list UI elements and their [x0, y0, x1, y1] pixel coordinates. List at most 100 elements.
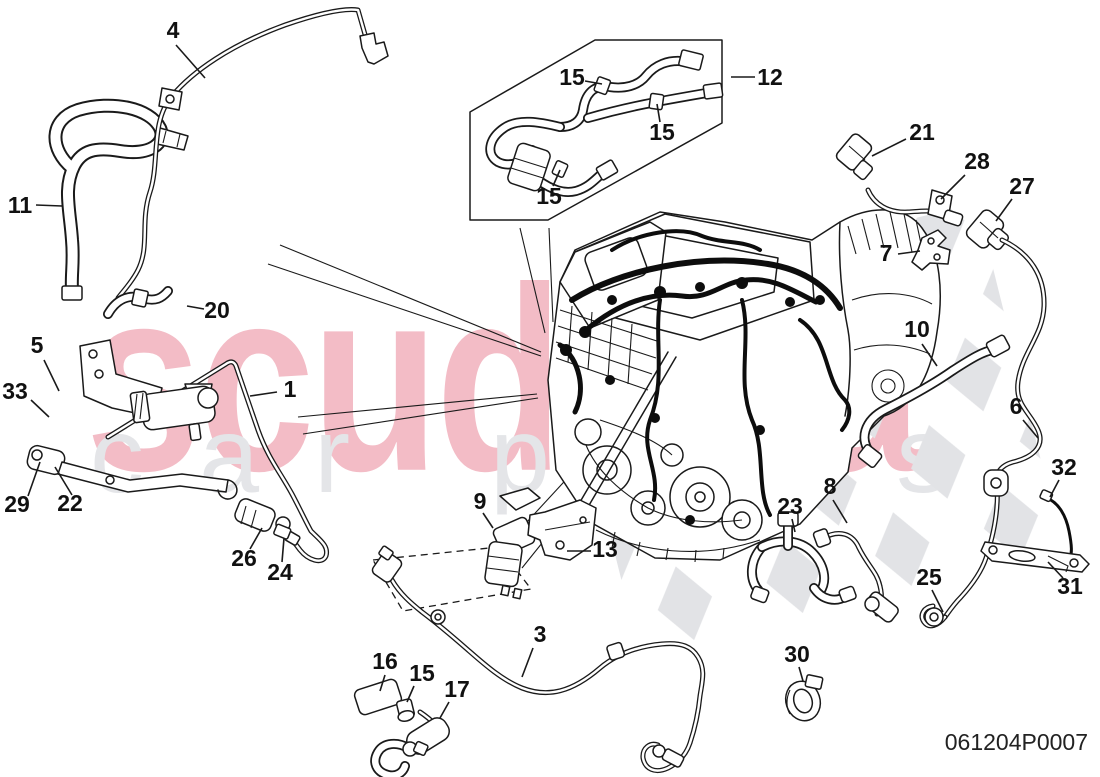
part-20-hose — [103, 286, 173, 319]
callout-leader-30 — [798, 666, 804, 682]
engine-wiring-harness — [557, 229, 852, 525]
callout-leader-4 — [175, 44, 206, 79]
callout-leader-22 — [54, 466, 73, 496]
callout-15-right: 15 — [649, 119, 675, 145]
callout-1: 1 — [284, 376, 297, 402]
hose-clamp — [131, 288, 149, 308]
callout-leader-15-clamp — [406, 685, 415, 703]
part-15-clamp-bottom — [395, 698, 416, 722]
part-16-sleeve — [353, 678, 403, 716]
engine — [547, 209, 941, 563]
callout-27: 27 — [1009, 173, 1035, 199]
part-24-clamp — [273, 516, 292, 540]
part-17-elbow-hose — [370, 709, 450, 777]
callout-leader-15-lower — [552, 169, 561, 187]
drawing-code: 061204P0007 — [945, 729, 1088, 755]
part-10-hose — [857, 334, 1011, 468]
engine-transmission-ribs — [847, 211, 933, 403]
callout-leader-9 — [482, 512, 494, 529]
part-22-arm — [57, 461, 238, 500]
callout-31: 31 — [1057, 573, 1083, 599]
part-26-fitting — [234, 498, 276, 532]
callout-leader-11 — [35, 204, 63, 207]
part-4-tube — [115, 7, 389, 301]
callout-leader-23 — [791, 518, 796, 533]
callout-21: 21 — [909, 119, 935, 145]
callout-8: 8 — [824, 473, 837, 499]
callout-15-lower: 15 — [536, 183, 562, 209]
callout-leader-15-top — [584, 80, 603, 85]
callout-26: 26 — [231, 545, 257, 571]
callout-33: 33 — [2, 378, 28, 404]
callout-17: 17 — [444, 676, 470, 702]
part-13-bracket — [499, 487, 597, 561]
callout-24: 24 — [267, 559, 293, 585]
callout-leader-33 — [30, 399, 50, 418]
callout-30: 30 — [784, 641, 810, 667]
callout-9: 9 — [474, 488, 487, 514]
part-23-hoses — [747, 511, 857, 605]
callout-16: 16 — [372, 648, 398, 674]
callout-leader-28 — [940, 174, 966, 200]
callout-13: 13 — [592, 536, 618, 562]
callout-leader-3 — [521, 647, 534, 678]
callout-5: 5 — [31, 332, 44, 358]
callout-leader-10 — [921, 343, 938, 367]
callout-leader-24 — [281, 537, 285, 563]
pipe-grommet-clip — [983, 469, 1009, 497]
callout-12: 12 — [757, 64, 783, 90]
callout-leader-5 — [43, 359, 60, 392]
part-11-hose — [48, 98, 189, 301]
callout-leader-27 — [995, 198, 1013, 222]
callout-23: 23 — [777, 493, 803, 519]
callout-leader-21 — [871, 138, 907, 157]
callout-leader-8 — [832, 499, 848, 524]
callout-leader-1 — [249, 391, 278, 397]
callout-22: 22 — [57, 490, 83, 516]
part-3-pipe — [371, 545, 706, 774]
part-27-connector — [965, 209, 1010, 251]
inset-box-12 — [469, 39, 724, 221]
callout-leader-29 — [27, 461, 41, 497]
callout-11: 11 — [8, 192, 33, 218]
part-31-bracket-plate — [980, 541, 1090, 573]
part-8-pipe — [812, 528, 899, 623]
callout-leader-7 — [897, 250, 921, 255]
callout-leader-32 — [1049, 479, 1060, 498]
callout-15-top: 15 — [559, 64, 585, 90]
callout-leader-17 — [439, 701, 450, 719]
dashed-outline — [371, 546, 533, 612]
part-30-clamp — [784, 674, 824, 722]
callout-25: 25 — [916, 564, 942, 590]
callout-15-clamp: 15 — [409, 660, 435, 686]
callout-29: 29 — [4, 491, 30, 517]
tube-fork-bracket — [359, 32, 389, 65]
callout-10: 10 — [904, 316, 930, 342]
callout-leader-6 — [1022, 419, 1039, 439]
callout-3: 3 — [534, 621, 547, 647]
part-21-connector — [835, 133, 874, 181]
callout-leader-31 — [1047, 561, 1064, 579]
callout-leader-15-right — [656, 103, 661, 123]
callout-layer: 4 11 12 15 15 15 21 28 27 7 20 533 1 10 6 29 22 26 24 32 31 2… — [2, 17, 1083, 719]
callout-leader-16 — [379, 674, 386, 692]
part-7-bracket — [911, 229, 951, 271]
callout-leader-20 — [186, 305, 205, 310]
callout-4: 4 — [167, 17, 180, 43]
callout-6: 6 — [1010, 393, 1023, 419]
part-25-elbow — [919, 603, 948, 629]
part-6-pipe — [942, 237, 1047, 620]
callout-32: 32 — [1051, 454, 1077, 480]
callout-7: 7 — [880, 240, 893, 266]
part-5-bracket-assembly — [26, 339, 238, 500]
callout-leader-26 — [249, 527, 263, 550]
engine-oil-pan — [595, 529, 761, 563]
part-33-solenoid — [129, 385, 219, 442]
callout-leader-25 — [931, 589, 944, 613]
engine-pulleys — [574, 418, 763, 541]
tube-ring-bracket — [158, 87, 183, 111]
callout-20: 20 — [204, 297, 230, 323]
part-28-pipe-bracket — [865, 187, 964, 227]
inset-hose-assembly — [485, 49, 724, 197]
callout-28: 28 — [964, 148, 990, 174]
